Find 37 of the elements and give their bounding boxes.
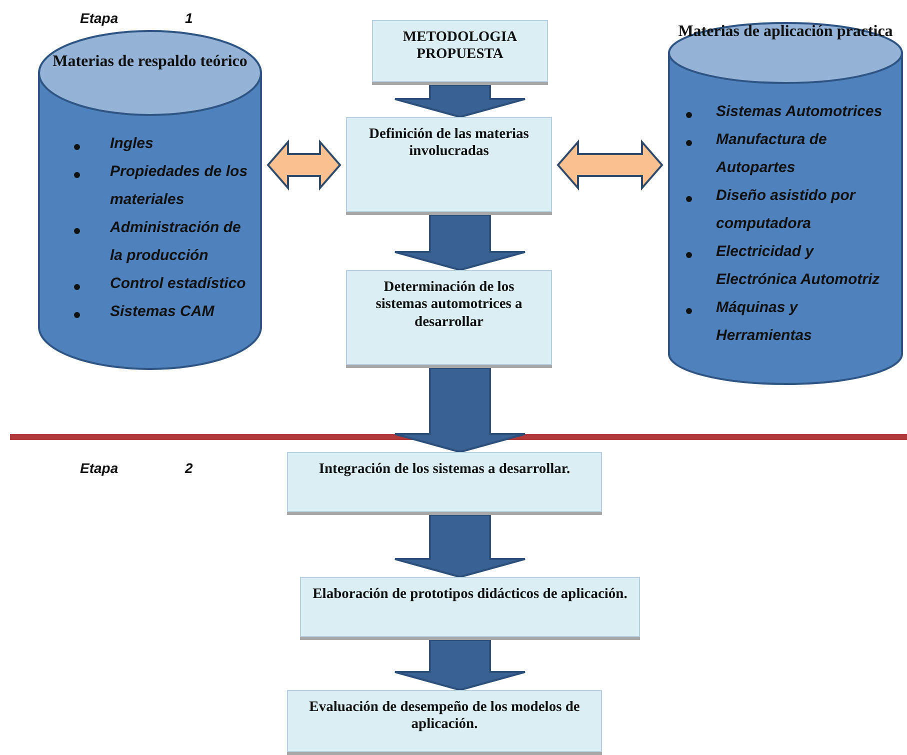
block-arrow: [394, 84, 526, 118]
block-arrow: [394, 367, 526, 454]
block-arrow: [394, 639, 526, 692]
double-arrow: [266, 139, 342, 191]
cylinder-title: Materias de aplicación practica: [677, 22, 894, 42]
block-arrow: [394, 214, 526, 272]
process-box: [287, 690, 602, 752]
process-box: [300, 577, 640, 637]
list-item: Sistemas CAM: [110, 302, 214, 322]
double-arrow: [556, 139, 664, 191]
list-item: Administración de la producción: [110, 218, 242, 266]
process-box: [287, 452, 602, 512]
process-box: [372, 20, 548, 82]
cylinder-title: Materias de respaldo teórico: [52, 52, 248, 72]
list-item: Propiedades de los materiales: [110, 162, 249, 210]
database-cylinder: [38, 30, 262, 370]
list-item: Sistemas Automotrices: [716, 102, 882, 122]
process-box: [346, 270, 552, 365]
box-text: Determinación de los sistemas automotrices a desarrollar: [374, 279, 524, 332]
database-cylinder: [668, 22, 903, 385]
list-item: Manufactura de Autopartes: [716, 130, 828, 178]
list-item: Electricidad y Electrónica Automotriz: [716, 242, 881, 290]
box-text: METODOLOGIA PROPUESTA: [402, 29, 518, 64]
stage-label: 2: [185, 460, 193, 476]
stage-label: 1: [185, 10, 193, 26]
list-item: Máquinas y Herramientas: [716, 298, 813, 346]
list-item: Diseño asistido por computadora: [716, 186, 857, 234]
stage-label: Etapa: [80, 460, 118, 476]
list-item: Ingles: [110, 134, 154, 154]
box-text: Definición de las materias involucradas: [368, 126, 530, 162]
box-text: Evaluación de desempeño de los modelos de aplicación.: [308, 699, 581, 734]
stage-label: Etapa: [80, 10, 118, 26]
process-box: [346, 117, 552, 212]
box-text: Integración de los sistemas a desarrollar.: [318, 461, 570, 479]
block-arrow: [394, 514, 526, 578]
list-item: Control estadístico: [110, 274, 246, 294]
box-text: Elaboración de prototipos didácticos de aplicación.: [312, 586, 628, 604]
